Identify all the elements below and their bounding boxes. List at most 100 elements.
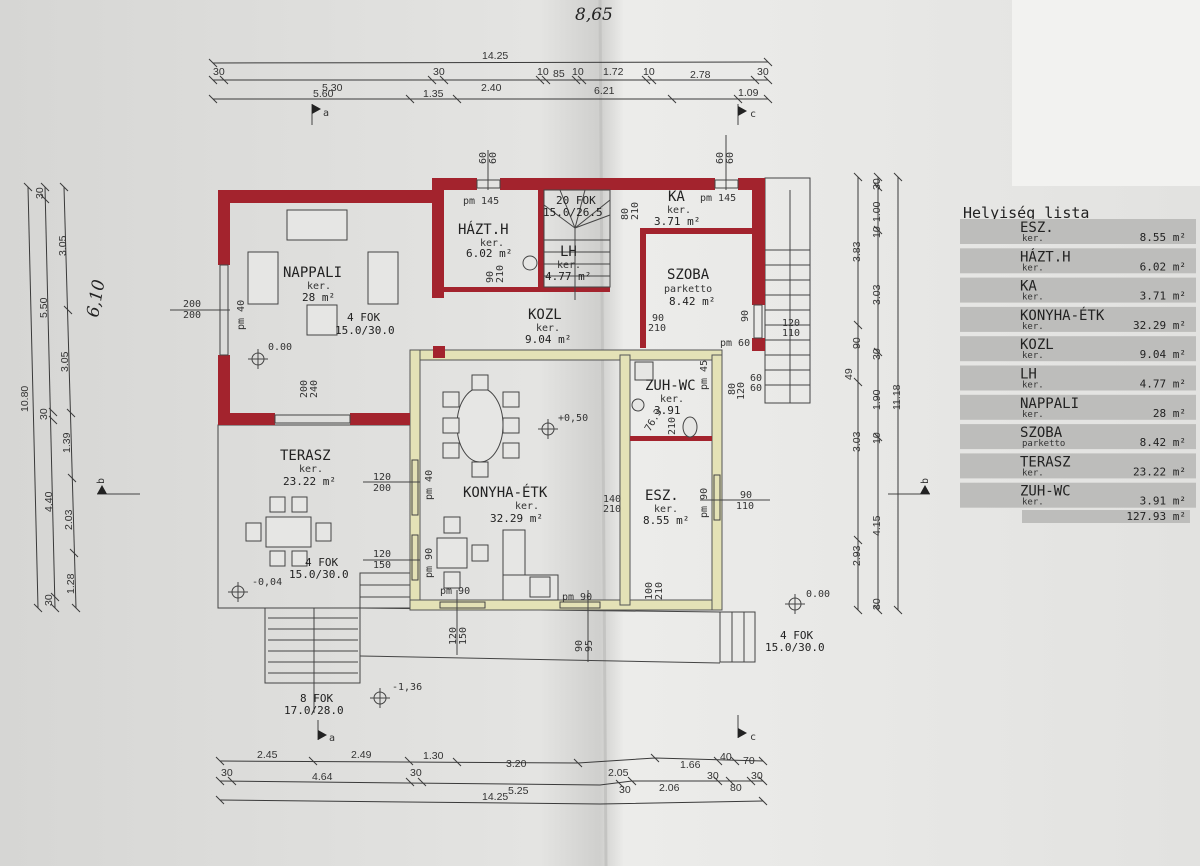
svg-text:60: 60 xyxy=(715,152,726,164)
svg-text:c: c xyxy=(750,732,756,743)
svg-text:60: 60 xyxy=(725,152,736,164)
dim-label: 30 xyxy=(707,770,719,782)
room-konyha-etk: KONYHA-ÉTK ker. 32.29 m² xyxy=(463,484,548,525)
paper-fold xyxy=(598,0,608,866)
room-list-total-box xyxy=(1022,510,1190,523)
dim-label: 2.40 xyxy=(481,82,502,94)
svg-text:8.55 m²: 8.55 m² xyxy=(643,514,689,527)
room-list-name: ESZ. xyxy=(1020,220,1054,236)
svg-text:60: 60 xyxy=(750,373,762,384)
svg-text:210: 210 xyxy=(603,504,621,515)
room-kozl: KOZL ker. 9.04 m² xyxy=(525,307,571,346)
handwritten-note-top: 8,65 xyxy=(575,5,613,25)
room-list-floor: ker. xyxy=(1022,322,1044,332)
dim-label: 30 xyxy=(43,594,55,606)
room-list-area: 9.04 m² xyxy=(1140,348,1186,361)
svg-text:3.71 m²: 3.71 m² xyxy=(654,215,700,228)
dim-label: 30 xyxy=(38,408,50,420)
dim-label: 1.00 xyxy=(871,201,883,222)
room-list-row-bg xyxy=(960,424,1196,450)
dim-label: 2.93 xyxy=(851,545,863,566)
section-mark-c-bottom: c xyxy=(737,715,756,743)
svg-text:110: 110 xyxy=(782,328,800,339)
svg-text:200: 200 xyxy=(183,310,201,321)
dim-label: 30 xyxy=(757,66,769,78)
room-list-floor: ker. xyxy=(1022,263,1044,273)
svg-text:32.29 m²: 32.29 m² xyxy=(490,512,543,525)
svg-text:15.0/30.0: 15.0/30.0 xyxy=(289,568,349,581)
interior-walls-yellow xyxy=(409,349,723,611)
section-mark-b-left: b xyxy=(96,478,140,495)
svg-text:TERASZ: TERASZ xyxy=(280,448,331,464)
room-list-floor: parketto xyxy=(1022,439,1065,449)
dim-label: 10 xyxy=(871,226,883,238)
dim-label: 4.40 xyxy=(43,491,55,512)
dim-label: 1.35 xyxy=(423,88,444,100)
svg-text:KOZL: KOZL xyxy=(528,307,562,323)
svg-text:pm 145: pm 145 xyxy=(700,193,736,204)
internal-staircase xyxy=(543,189,611,300)
room-list-area: 4.77 m² xyxy=(1140,378,1186,391)
room-list-name: NAPPALI xyxy=(1020,396,1079,412)
svg-text:8 FOK: 8 FOK xyxy=(300,692,333,705)
right-dimensions: 3.83 90 49 3.03 2.93 30 1.00 10 3.03 30 … xyxy=(843,172,903,615)
dim-label: 10 xyxy=(572,66,584,78)
svg-text:80: 80 xyxy=(620,208,631,220)
dim-label: 14.25 xyxy=(482,50,508,62)
svg-text:15.0/30.0: 15.0/30.0 xyxy=(765,641,825,654)
svg-text:+0,50: +0,50 xyxy=(558,413,588,424)
room-list-name: TERASZ xyxy=(1020,454,1071,470)
dim-label: 10 xyxy=(643,66,655,78)
room-list-row-bg xyxy=(960,394,1196,420)
section-mark-c-top: c xyxy=(737,104,756,125)
svg-text:110: 110 xyxy=(736,501,754,512)
dim-label: 3.20 xyxy=(506,758,527,770)
bottom-dimensions: 2.45 2.49 1.30 3.20 2.05 1.66 40 70 30 4… xyxy=(215,749,768,806)
dim-label: 30 xyxy=(433,66,445,78)
svg-text:pm 40: pm 40 xyxy=(236,300,247,330)
dim-label: 10 xyxy=(537,66,549,78)
dim-label: 5.25 xyxy=(508,785,529,797)
dim-label: 6.21 xyxy=(594,85,615,97)
dim-label: 4.64 xyxy=(312,771,333,783)
svg-text:28 m²: 28 m² xyxy=(302,291,335,304)
svg-text:210: 210 xyxy=(648,323,666,334)
svg-text:SZOBA: SZOBA xyxy=(667,267,710,283)
svg-text:90: 90 xyxy=(652,313,664,324)
svg-text:ker.: ker. xyxy=(557,260,581,271)
room-list-area: 3.91 m² xyxy=(1140,495,1186,508)
svg-text:3.91: 3.91 xyxy=(654,404,681,417)
section-mark-a: a xyxy=(311,104,329,125)
svg-text:60: 60 xyxy=(750,383,762,394)
dim-label: 80 xyxy=(730,782,742,794)
svg-text:NAPPALI: NAPPALI xyxy=(283,265,342,281)
room-list-name: ZUH-WC xyxy=(1020,484,1071,500)
room-list-area: 8.55 m² xyxy=(1140,231,1186,244)
room-list-row-bg xyxy=(960,248,1196,274)
dim-label: 1.66 xyxy=(680,759,701,771)
room-list-name: HÁZT.H xyxy=(1020,248,1071,265)
svg-text:4.77 m²: 4.77 m² xyxy=(545,270,591,283)
svg-text:150: 150 xyxy=(373,560,391,571)
svg-text:90: 90 xyxy=(740,490,752,501)
svg-text:120: 120 xyxy=(448,627,459,645)
svg-text:120: 120 xyxy=(373,472,391,483)
dim-label: 1.72 xyxy=(603,66,624,78)
svg-text:95: 95 xyxy=(584,640,595,652)
paper-overlay-sheet xyxy=(1012,0,1200,186)
svg-text:150: 150 xyxy=(458,627,469,645)
room-lh: LH ker. 4.77 m² xyxy=(545,244,591,283)
svg-text:LH: LH xyxy=(560,244,577,260)
svg-text:b: b xyxy=(920,478,931,484)
svg-text:200: 200 xyxy=(183,299,201,310)
dim-label: 2.03 xyxy=(63,509,75,530)
section-mark-a-bottom: a xyxy=(317,720,335,744)
svg-text:9.04 m²: 9.04 m² xyxy=(525,333,571,346)
room-list-floor: ker. xyxy=(1022,381,1044,391)
room-list-row-bg xyxy=(960,336,1196,362)
svg-text:140: 140 xyxy=(603,494,621,505)
